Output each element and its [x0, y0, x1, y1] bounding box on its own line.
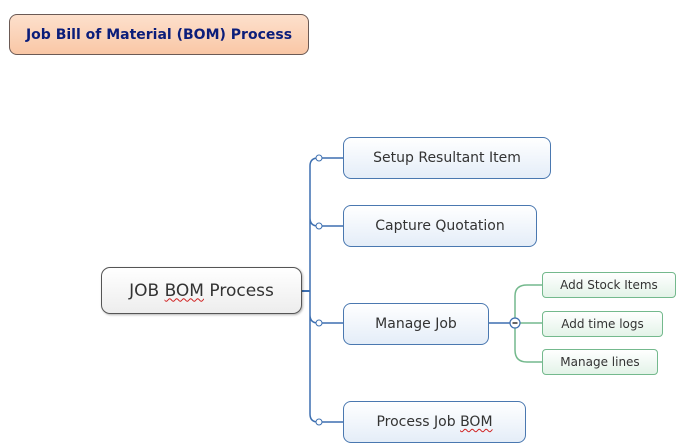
connector-dot	[315, 418, 323, 426]
central-topic-label: JOB BOM Process	[129, 280, 274, 301]
subtopic-label: Add time logs	[561, 317, 644, 331]
connector-dot	[315, 154, 323, 162]
topic-manage-job[interactable]: Manage Job	[343, 303, 489, 345]
minus-circle-icon[interactable]	[509, 317, 521, 329]
subtopic-label: Add Stock Items	[560, 278, 658, 292]
subtopic-label: Manage lines	[560, 355, 640, 369]
connector-dot	[315, 319, 323, 327]
subtopic-add-time-logs[interactable]: Add time logs	[542, 311, 663, 337]
subtopic-add-stock-items[interactable]: Add Stock Items	[542, 272, 676, 298]
page-title: Job Bill of Material (BOM) Process	[9, 14, 309, 55]
subtopic-manage-lines[interactable]: Manage lines	[542, 349, 658, 375]
topic-label: Setup Resultant Item	[373, 150, 521, 166]
topic-label: Capture Quotation	[375, 218, 505, 234]
topic-capture-quotation[interactable]: Capture Quotation	[343, 205, 537, 247]
topic-label: Process Job BOM	[376, 414, 493, 430]
central-topic-job-bom-process[interactable]: JOB BOM Process	[101, 267, 302, 314]
topic-label: Manage Job	[375, 316, 457, 332]
trunk-line	[309, 157, 319, 423]
topic-setup-resultant-item[interactable]: Setup Resultant Item	[343, 137, 551, 179]
connector-dot	[315, 222, 323, 230]
topic-process-job-bom[interactable]: Process Job BOM	[343, 401, 526, 443]
